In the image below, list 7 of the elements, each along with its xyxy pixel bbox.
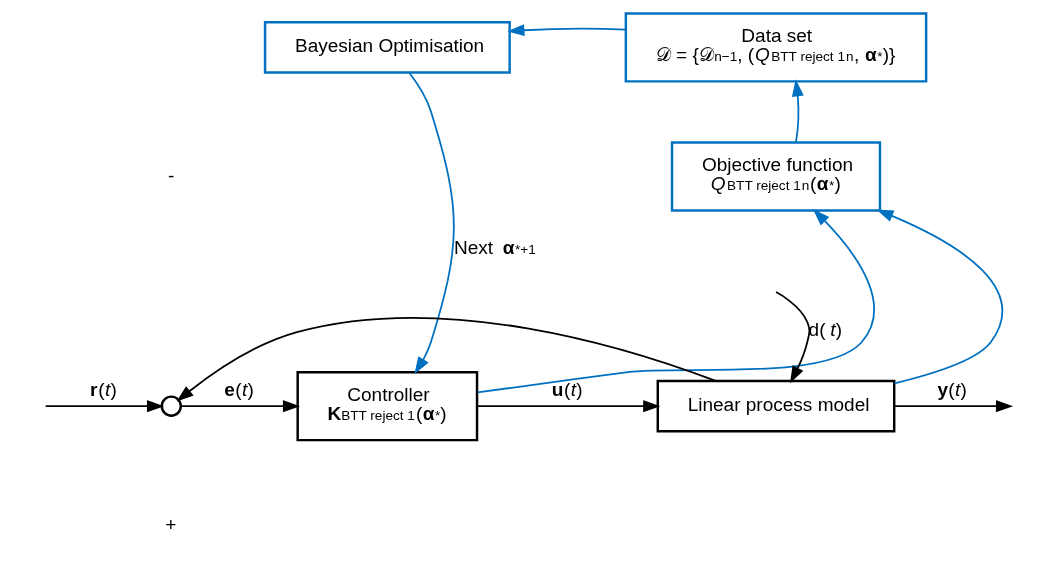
edge-label: y(t) [936,378,967,400]
edge-label: r(t) [89,378,117,400]
edge-label: e(t) [223,378,254,400]
label: - [167,164,174,186]
label: + [164,514,176,536]
edge-label: Next α*+1 [453,237,536,259]
edge-label: u(t) [551,378,583,400]
